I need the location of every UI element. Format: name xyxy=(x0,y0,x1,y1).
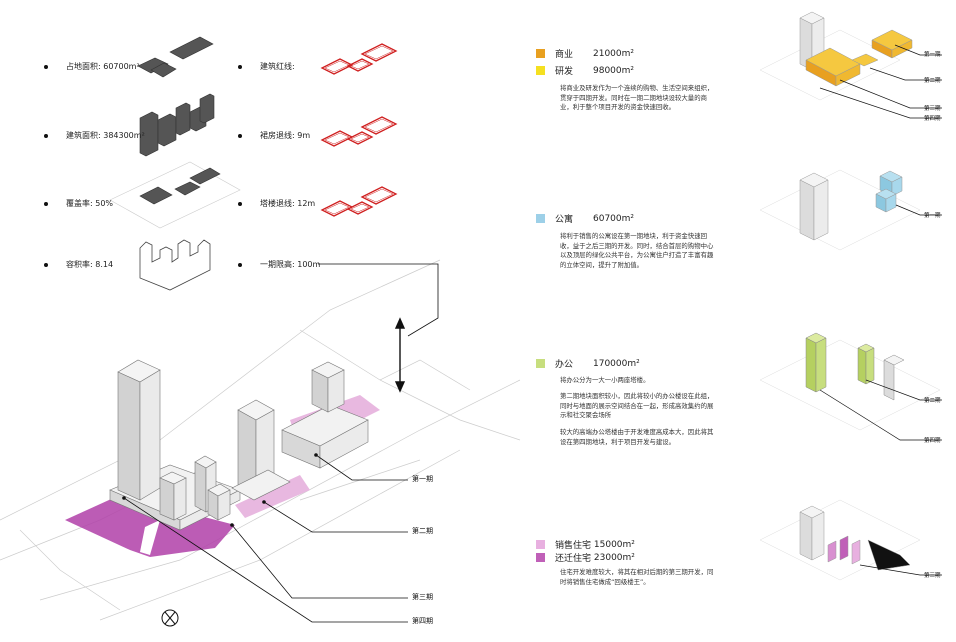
stat-label: 塔楼退线: 12m xyxy=(260,199,316,208)
legend-swatch xyxy=(536,49,545,58)
podium-setback-icon xyxy=(320,116,398,147)
axon4-phase-3: 第三期 xyxy=(924,573,941,579)
phase-leaders xyxy=(123,454,408,623)
commercial-description: 将商业及研发作为一个连续的购物、生活空间来组织，贯穿于四期开发。同时在一期二期地… xyxy=(560,84,714,111)
residence-description: 住宅开发难度较大，将其在相对后期的第三期开发，同时将销售住宅做成“回级楼王”。 xyxy=(560,568,714,586)
legend-area: 170000m² xyxy=(593,358,640,369)
coverage-icon xyxy=(109,161,241,229)
bullet-icon xyxy=(44,262,48,267)
stat-label: 建筑红线: xyxy=(260,62,295,71)
legend-area: 15000m² xyxy=(593,539,635,550)
legend-commercial: 商业 21000m² xyxy=(536,47,634,60)
stat-height-limit: 一期限高: 100m xyxy=(238,259,320,270)
axon-apartment xyxy=(759,169,921,251)
height-leader xyxy=(318,263,439,337)
legend-name: 办公 xyxy=(555,360,574,370)
stat-label: 占地面积: 60700m² xyxy=(66,62,140,71)
legend-area: 23000m² xyxy=(593,552,635,563)
legend-rnd: 研发 98000m² xyxy=(536,64,634,77)
axon3-phase-4: 第四期 xyxy=(924,438,941,444)
axon1-phase-4: 第四期 xyxy=(924,116,941,122)
axon-residential xyxy=(759,499,921,581)
axon1-phase-1: 第一期 xyxy=(924,52,941,58)
legend-name: 公寓 xyxy=(555,215,574,225)
apartment-description: 将利于销售的公寓设在第一期地块，利于资金快速回收，益于之后三期的开发。同时，结合… xyxy=(560,232,714,269)
height-limit-marker xyxy=(394,317,406,393)
axon1-phase-2: 第二期 xyxy=(924,78,941,84)
legend-swatch xyxy=(536,540,545,549)
axon1-leaders xyxy=(819,44,942,119)
legend-sale-housing: 销售住宅 15000m² xyxy=(536,538,635,551)
stat-label: 建筑面积: 384300m² xyxy=(66,131,145,140)
phase-1-label: 第一期 xyxy=(412,475,433,483)
office-description-1: 将办公分为一大一小两座塔楼。 xyxy=(560,376,650,384)
axon-office xyxy=(759,332,941,431)
legend-name: 销售住宅 xyxy=(555,541,592,551)
axon3-leaders xyxy=(819,379,942,441)
phase-2-label: 第二期 xyxy=(412,527,433,535)
tower-setback-icon xyxy=(320,186,398,217)
legend-name: 研发 xyxy=(555,67,574,77)
legend-name: 还迁住宅 xyxy=(555,554,592,564)
legend-swatch xyxy=(536,214,545,223)
phase3-path xyxy=(140,520,160,555)
legend-area: 98000m² xyxy=(593,65,635,76)
bullet-icon xyxy=(238,262,242,267)
stat-red-line: 建筑红线: xyxy=(238,61,295,72)
phase-4-label: 第四期 xyxy=(412,617,433,625)
axon2-leader xyxy=(895,204,942,216)
legend-swatch xyxy=(536,553,545,562)
office-description-3: 较大的高端办公塔楼由于开发难度高成本大，因此将其设在第四期地块，利于项目开发与建… xyxy=(560,428,714,446)
legend-area: 21000m² xyxy=(593,48,635,59)
phase2-ground xyxy=(235,475,310,518)
axon3-phase-2: 第二期 xyxy=(924,398,941,404)
stat-tower-setback: 塔楼退线: 12m xyxy=(238,198,315,209)
bullet-icon xyxy=(44,133,48,138)
axon-commercial xyxy=(759,11,913,101)
legend-swatch xyxy=(536,359,545,368)
legend-name: 商业 xyxy=(555,50,574,60)
stat-coverage: 覆盖率: 50% xyxy=(44,198,113,209)
phase-leader-dots xyxy=(122,453,318,527)
legend-relocation-housing: 还迁住宅 23000m² xyxy=(536,551,635,564)
phase-3-label: 第三期 xyxy=(412,593,433,601)
axon4-leader xyxy=(859,564,942,576)
site-area-icon xyxy=(137,36,214,78)
stat-label: 容积率: 8.14 xyxy=(66,260,114,269)
stat-site-area: 占地面积: 60700m² xyxy=(44,61,140,72)
bullet-icon xyxy=(238,133,242,138)
bullet-icon xyxy=(44,64,48,69)
office-description-2: 第二期地块面积较小，因此将较小的办公楼设在此组，同时与地面的展示空间结合在一起，… xyxy=(560,392,714,419)
bullet-icon xyxy=(238,64,242,69)
stat-building-area: 建筑面积: 384300m² xyxy=(44,130,145,141)
building-area-icon xyxy=(139,93,215,157)
legend-area: 60700m² xyxy=(593,213,635,224)
north-arrow-icon xyxy=(161,609,179,627)
bullet-icon xyxy=(44,201,48,206)
red-line-icon xyxy=(320,43,398,75)
stat-label: 裙房退线: 9m xyxy=(260,131,311,140)
site-buildings xyxy=(109,359,369,531)
legend-swatch xyxy=(536,66,545,75)
stat-label: 覆盖率: 50% xyxy=(66,199,114,208)
axon1-phase-3: 第三期 xyxy=(924,106,941,112)
far-icon xyxy=(139,239,211,291)
stat-far: 容积率: 8.14 xyxy=(44,259,113,270)
legend-apartment: 公寓 60700m² xyxy=(536,212,634,225)
bullet-icon xyxy=(238,201,242,206)
stat-label: 一期限高: 100m xyxy=(260,260,321,269)
stat-podium-setback: 裙房退线: 9m xyxy=(238,130,310,141)
axon2-phase-1: 第一期 xyxy=(924,213,941,219)
legend-office: 办公 170000m² xyxy=(536,357,640,370)
